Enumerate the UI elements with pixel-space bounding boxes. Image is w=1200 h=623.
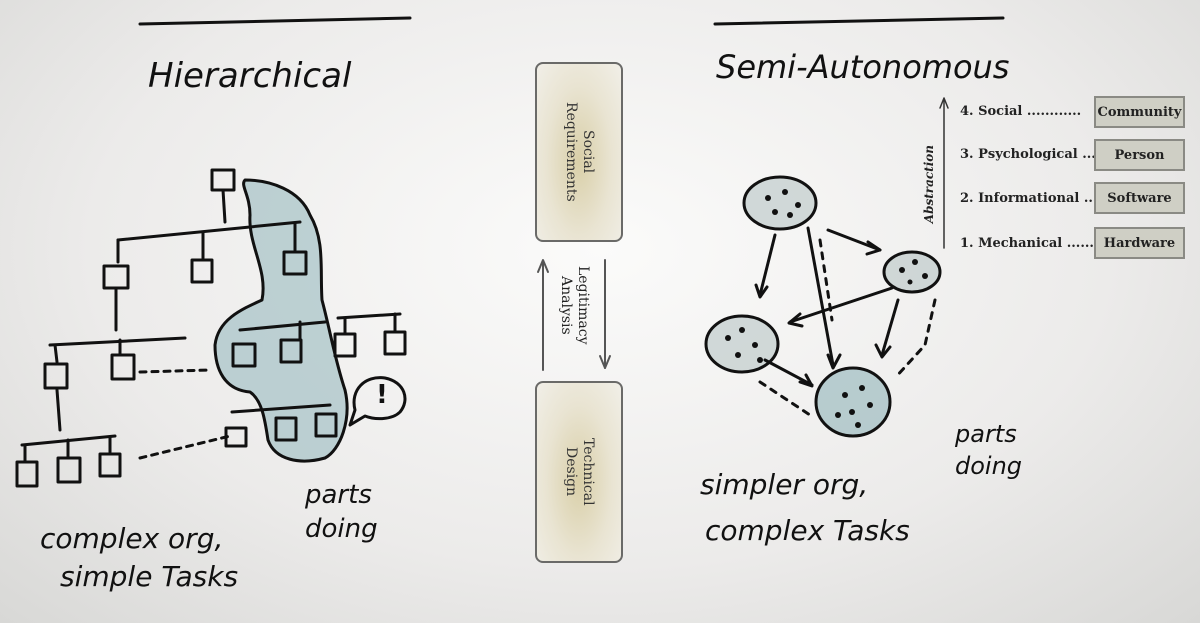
tree-node — [110, 353, 136, 381]
highlight-region — [213, 178, 349, 463]
tree-node — [279, 338, 303, 364]
abstraction-label: Abstraction — [922, 145, 936, 224]
left-note-tasks: simple Tasks — [60, 560, 239, 593]
tree-node — [56, 456, 82, 484]
layer-tag-hardware: Hardware — [1094, 227, 1185, 259]
right-note-tasks: complex Tasks — [705, 514, 910, 547]
network-node — [882, 250, 942, 294]
network-graph — [704, 175, 942, 438]
layer-tag-person: Person — [1094, 139, 1185, 171]
left-title-rule — [138, 16, 412, 26]
tree-node — [43, 362, 69, 390]
layer-label-mechanical: 1. Mechanical ....... — [960, 236, 1099, 251]
technical-design-box: Technical Design — [535, 381, 623, 563]
tree-node — [314, 412, 338, 438]
tree-node — [102, 264, 130, 290]
left-note-parts: parts doing — [305, 480, 378, 544]
hierarchy-tree — [15, 168, 407, 488]
layer-label-informational: 2. Informational ... — [960, 191, 1098, 206]
tree-node — [333, 332, 357, 358]
right-note-org: simpler org, — [700, 468, 869, 501]
tree-node — [231, 342, 257, 368]
layer-tag-software: Software — [1094, 182, 1185, 214]
tree-node — [282, 250, 308, 276]
social-requirements-label: Social Requirements — [563, 102, 596, 202]
tree-node-root — [210, 168, 236, 192]
technical-design-label: Technical Design — [563, 438, 596, 506]
tree-node — [274, 416, 298, 442]
social-requirements-box: Social Requirements — [535, 62, 623, 242]
layer-label-social: 4. Social ............ — [960, 104, 1082, 119]
right-note-parts: parts doing — [955, 420, 1023, 480]
tree-node — [190, 258, 214, 284]
alert-symbol: ! — [376, 380, 388, 410]
layer-tag-community: Community — [1094, 96, 1185, 128]
right-title: Semi-Autonomous — [716, 48, 1010, 86]
tree-node — [383, 330, 407, 356]
alert-bubble — [348, 376, 407, 427]
tree-node — [15, 460, 39, 488]
network-node — [742, 175, 818, 231]
left-title: Hierarchical — [148, 56, 352, 96]
tree-node — [224, 426, 248, 448]
legitimacy-analysis-label: Legitimacy Analysis — [558, 266, 591, 345]
right-title-rule — [713, 16, 1005, 26]
network-node — [814, 366, 892, 438]
network-node — [704, 314, 780, 374]
layer-label-psychological: 3. Psychological .... — [960, 147, 1101, 162]
left-note-org: complex org, — [40, 522, 224, 555]
tree-node — [98, 452, 122, 478]
